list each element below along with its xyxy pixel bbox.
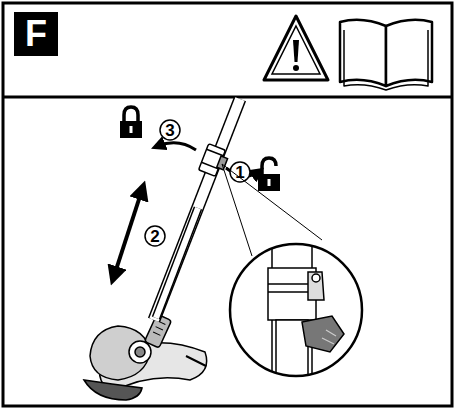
callout-number: 3: [165, 122, 174, 139]
leader-line: [222, 164, 252, 256]
header-rule: [3, 96, 452, 99]
leader-line: [222, 164, 322, 240]
callout-ring: [145, 226, 165, 246]
figure-letter: F: [25, 16, 47, 52]
lock-open-icon: [258, 158, 280, 191]
trimmer-shaft: [154, 99, 240, 320]
lock-arrow: [158, 143, 196, 150]
callout-number: 1: [235, 164, 244, 181]
trimmer-head: [84, 314, 207, 400]
manual-icon: [340, 20, 432, 90]
warning-icon: [264, 16, 328, 80]
slide-arrow: [114, 190, 142, 276]
lock-closed-icon: [120, 107, 142, 138]
callout-number: 2: [150, 228, 159, 245]
callout-ring: [160, 120, 180, 140]
frame: [3, 3, 452, 406]
detail-inset: [230, 230, 362, 400]
figure-letter-box: F: [14, 12, 58, 56]
